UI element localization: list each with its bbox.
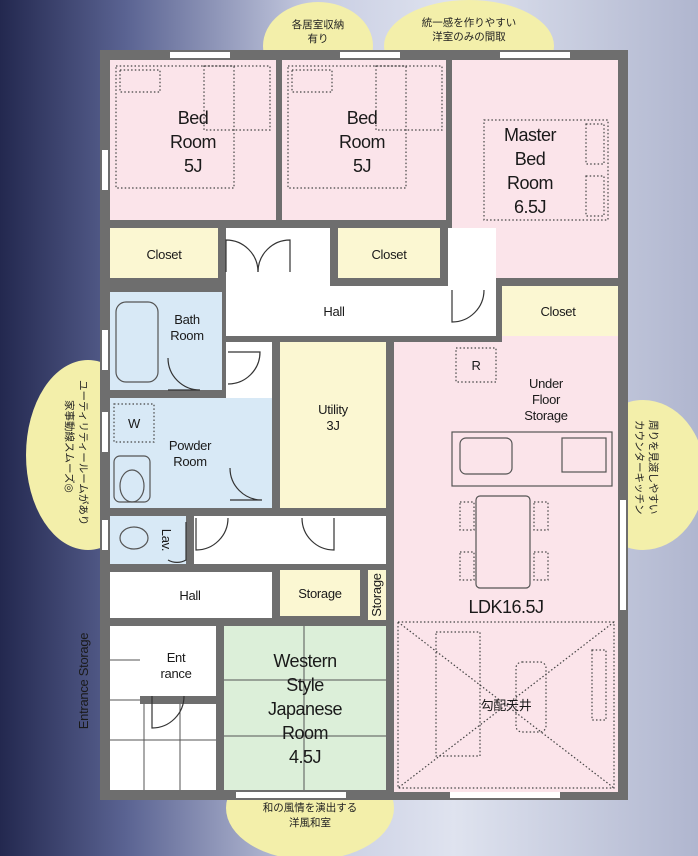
fridge-mark: R	[471, 358, 480, 373]
storage-2-floor	[368, 570, 386, 620]
storage-1-floor	[280, 570, 360, 616]
note-western-line2: 洋室のみの間取	[432, 30, 506, 43]
entrance-label-2: rance	[160, 666, 191, 681]
bed-room-1-label-1: Bed	[178, 108, 209, 128]
hall-lower-floor-mid	[194, 516, 386, 564]
western-label-1: Western	[273, 651, 336, 671]
powder-room-label-1: Powder	[169, 438, 212, 453]
bath-room-label-1: Bath	[174, 312, 200, 327]
entrance-tiles-floor	[110, 704, 216, 790]
washer-mark: W	[128, 416, 141, 431]
ldk-label: LDK16.5J	[468, 597, 543, 617]
master-label-2: Bed	[515, 149, 546, 169]
bed-room-2-label-2: Room	[339, 132, 385, 152]
bed-room-1-label-2: Room	[170, 132, 216, 152]
closet-2-label: Closet	[371, 247, 407, 262]
master-label-1: Master	[504, 125, 557, 145]
western-room-floor	[224, 626, 386, 790]
storage-1-label: Storage	[298, 586, 342, 601]
utility-label-1: Utility	[318, 402, 348, 417]
note-utility-line1: ユーティリティールームがあり	[77, 380, 90, 525]
note-kitchen-line2: カウンターキッチン	[633, 420, 645, 515]
ldk-floor	[394, 342, 618, 792]
entrance-storage-label: Entrance Storage	[76, 633, 91, 729]
windows	[102, 52, 626, 798]
utility-label-2: 3J	[326, 418, 339, 433]
underfloor-label-1: Under	[529, 376, 564, 391]
note-japanese-line1: 和の風情を演出する	[263, 801, 358, 814]
storage-2-label: Storage	[369, 573, 384, 617]
lav-label: Lav.	[159, 529, 174, 551]
bed-room-2-label-3: 5J	[353, 156, 371, 176]
hall-upper-floor-right	[448, 228, 496, 286]
note-storage-line1: 各居室収納	[292, 18, 345, 31]
note-western-line1: 統一感を作りやすい	[422, 16, 517, 29]
room-floors	[110, 60, 618, 792]
note-kitchen-line1: 周りを見渡しやすい	[647, 420, 660, 514]
western-label-3: Japanese	[268, 699, 343, 719]
annotation-notes: 各居室収納 有り 統一感を作りやすい 洋室のみの間取 和の風情を演出する 洋風和…	[63, 16, 660, 829]
entrance-floor	[140, 626, 216, 696]
western-label-2: Style	[286, 675, 324, 695]
powder-room-floor	[110, 398, 272, 508]
closet-2-floor	[338, 228, 440, 278]
bed-room-2-floor	[282, 60, 446, 220]
furniture	[110, 65, 615, 790]
note-utility-line2: 家事動線スムーズ◎	[63, 400, 76, 493]
western-label-5: 4.5J	[289, 747, 321, 767]
note-storage-line2: 有り	[308, 32, 329, 45]
bath-room-label-2: Room	[170, 328, 203, 343]
bed-room-1-label-3: 5J	[184, 156, 202, 176]
master-label-4: 6.5J	[514, 197, 546, 217]
powder-room-floor-top	[226, 342, 272, 398]
hall-lower-floor	[110, 572, 272, 618]
room-labels: Bed Room 5J Bed Room 5J Master Bed Room …	[76, 108, 577, 767]
underfloor-label-3: Storage	[524, 408, 568, 423]
bed-room-2-label-1: Bed	[347, 108, 378, 128]
bed-room-1-floor	[110, 60, 276, 220]
hall-upper-floor-main	[226, 286, 496, 336]
utility-room-floor	[280, 342, 386, 508]
hall-upper-floor-left	[226, 228, 330, 286]
closet-1-label: Closet	[146, 247, 182, 262]
powder-room-label-2: Room	[173, 454, 206, 469]
hall-upper-label: Hall	[323, 304, 345, 319]
master-label-3: Room	[507, 173, 553, 193]
closet-3-label: Closet	[540, 304, 576, 319]
note-japanese-line2: 洋風和室	[289, 816, 331, 829]
ceiling-label: 勾配天井	[481, 698, 532, 713]
ldk-floor-top	[502, 336, 618, 344]
entrance-label-1: Ent	[167, 650, 186, 665]
underfloor-label-2: Floor	[532, 392, 561, 407]
hall-lower-label: Hall	[179, 588, 201, 603]
western-label-4: Room	[282, 723, 328, 743]
closet-1-floor	[110, 228, 218, 278]
closet-3-floor	[502, 286, 618, 336]
bath-room-floor	[110, 292, 222, 390]
